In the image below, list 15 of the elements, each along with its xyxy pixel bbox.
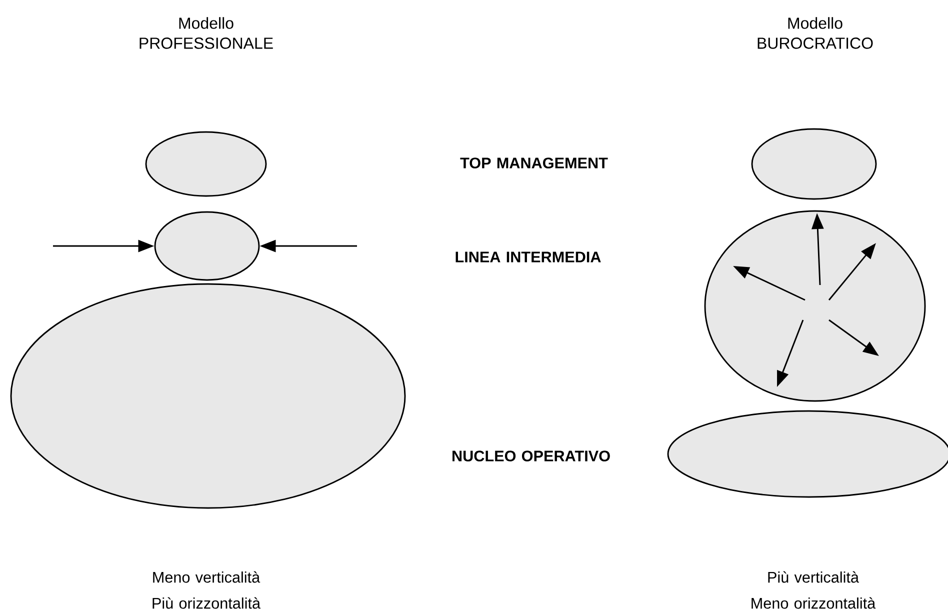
note-text: Più verticalità [768,571,860,583]
level-label: TOP MANAGEMENT [460,158,608,168]
column-heading: Modello PROFESSIONALE [140,17,273,49]
note-text: Più orizzontalità [152,597,261,609]
column-heading: Modello BUROCRATICO [758,17,873,49]
ellipse-shape [145,131,267,197]
note-text: Meno orizzontalità [752,597,876,609]
ellipse-shape [704,210,926,402]
note-text: Meno verticalità [153,571,260,583]
ellipse-shape [10,283,406,509]
ellipse-shape [667,410,948,498]
ellipse-shape [154,211,260,281]
ellipse-shape [751,128,877,200]
level-label: LINEA INTERMEDIA [456,252,601,262]
level-label: NUCLEO OPERATIVO [452,450,610,462]
